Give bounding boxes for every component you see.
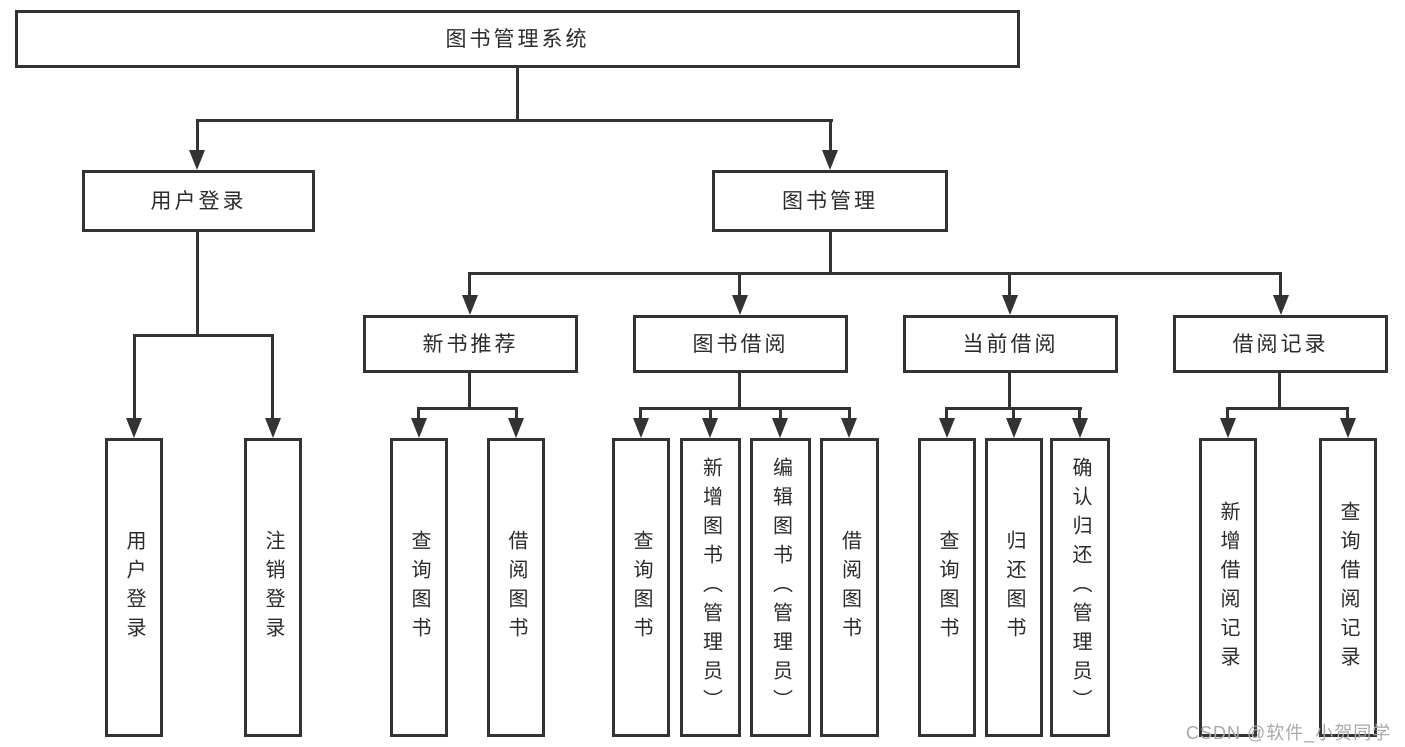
leaf-newbooks-borrow: 借阅图书: [487, 438, 545, 737]
arrowhead: [1340, 418, 1356, 438]
leaf-borrow-add-label: 新增图书（管理员）: [699, 457, 722, 718]
arrowhead: [1072, 418, 1088, 438]
connector-new-books-trunk: [468, 371, 471, 409]
arrowhead-current-borrow: [1002, 295, 1018, 315]
arrowhead-leaf-logout: [265, 418, 281, 438]
leaf-borrow-query-label: 查询图书: [630, 529, 652, 646]
leaf-current-return: 归还图书: [985, 438, 1043, 737]
leaf-current-query-label: 查询图书: [936, 529, 958, 646]
connector-drop: [709, 407, 712, 421]
csdn-watermark: CSDN @软件_小贺同学: [1186, 723, 1392, 743]
arrowhead-borrow-records: [1273, 295, 1289, 315]
connector-book-mgmt-hline: [468, 272, 1282, 275]
connector-drop: [1012, 407, 1015, 421]
arrowhead-new-books: [462, 295, 478, 315]
connector-current-borrow-trunk: [1008, 371, 1011, 409]
node-book-borrow: 图书借阅: [633, 315, 848, 373]
connector-book-borrow-trunk: [738, 371, 741, 409]
node-current-borrow: 当前借阅: [903, 315, 1118, 373]
node-borrow-records-label: 借阅记录: [1232, 332, 1329, 356]
connector-book-borrow-hline: [639, 407, 851, 410]
arrowhead-book-mgmt: [822, 150, 838, 170]
connector-drop: [1226, 407, 1229, 421]
node-user-login: 用户登录: [82, 170, 315, 232]
node-book-borrow-label: 图书借阅: [692, 332, 789, 356]
arrowhead: [508, 418, 524, 438]
arrowhead: [939, 418, 955, 438]
leaf-current-confirm: 确认归还（管理员）: [1050, 438, 1110, 737]
connector-root-trunk: [516, 66, 519, 122]
connector-drop: [639, 407, 642, 421]
connector-drop: [945, 407, 948, 421]
leaf-records-query-label: 查询借阅记录: [1337, 500, 1359, 675]
node-borrow-records: 借阅记录: [1173, 315, 1388, 373]
leaf-current-confirm-label: 确认归还（管理员）: [1069, 457, 1091, 718]
leaf-logout-label: 注销登录: [262, 529, 284, 646]
leaf-newbooks-borrow-label: 借阅图书: [505, 529, 527, 646]
arrowhead: [772, 418, 788, 438]
arrowhead: [702, 418, 718, 438]
leaf-records-add: 新增借阅记录: [1199, 438, 1257, 737]
leaf-borrow-query: 查询图书: [612, 438, 670, 737]
connector-user-login-trunk: [196, 230, 199, 336]
leaf-records-query: 查询借阅记录: [1319, 438, 1377, 737]
node-root: 图书管理系统: [15, 10, 1020, 68]
connector-drop: [848, 407, 851, 421]
arrowhead-leaf-login: [126, 418, 142, 438]
arrowhead: [1006, 418, 1022, 438]
connector-drop: [1078, 407, 1081, 421]
arrowhead: [633, 418, 649, 438]
leaf-borrow-add: 新增图书（管理员）: [680, 438, 741, 737]
leaf-borrow-edit-label: 编辑图书（管理员）: [769, 457, 792, 718]
leaf-user-login: 用户登录: [105, 438, 163, 737]
node-user-login-label: 用户登录: [150, 189, 247, 213]
arrowhead: [1220, 418, 1236, 438]
arrowhead-user-login: [189, 150, 205, 170]
arrowhead-book-borrow: [732, 295, 748, 315]
connector-drop-current-borrow: [1008, 272, 1011, 298]
node-current-borrow-label: 当前借阅: [962, 332, 1059, 356]
leaf-newbooks-query-label: 查询图书: [408, 529, 430, 646]
connector-drop: [515, 407, 518, 421]
leaf-current-query: 查询图书: [918, 438, 976, 737]
leaf-current-return-label: 归还图书: [1003, 529, 1025, 646]
node-book-mgmt: 图书管理: [712, 170, 948, 232]
leaf-records-add-label: 新增借阅记录: [1217, 500, 1239, 675]
leaf-newbooks-query: 查询图书: [390, 438, 448, 737]
leaf-logout: 注销登录: [244, 438, 302, 737]
node-new-books-label: 新书推荐: [422, 332, 519, 356]
connector-root-hline: [196, 119, 833, 122]
connector-drop-book-borrow: [738, 272, 741, 298]
connector-drop: [1346, 407, 1349, 421]
node-root-label: 图书管理系统: [445, 27, 590, 51]
leaf-borrow-borrow: 借阅图书: [820, 438, 879, 737]
leaf-borrow-edit: 编辑图书（管理员）: [750, 438, 811, 737]
leaf-user-login-label: 用户登录: [123, 529, 145, 646]
connector-drop-leaf-logout: [271, 334, 274, 420]
node-new-books: 新书推荐: [363, 315, 578, 373]
arrowhead: [411, 418, 427, 438]
connector-drop: [779, 407, 782, 421]
connector-drop: [417, 407, 420, 421]
node-book-mgmt-label: 图书管理: [782, 189, 878, 213]
connector-drop-leaf-login: [133, 334, 136, 420]
leaf-borrow-borrow-label: 借阅图书: [838, 529, 861, 646]
connector-drop-borrow-records: [1279, 272, 1282, 298]
connector-borrow-records-hline: [1226, 407, 1349, 410]
connector-drop-new-books: [468, 272, 471, 298]
arrowhead: [841, 418, 857, 438]
connector-drop-user-login: [196, 119, 199, 154]
connector-drop-book-mgmt: [829, 119, 832, 154]
connector-user-login-hline: [133, 334, 274, 337]
connector-new-books-hline: [418, 407, 518, 410]
connector-book-mgmt-trunk: [829, 230, 832, 275]
connector-borrow-records-trunk: [1278, 371, 1281, 409]
